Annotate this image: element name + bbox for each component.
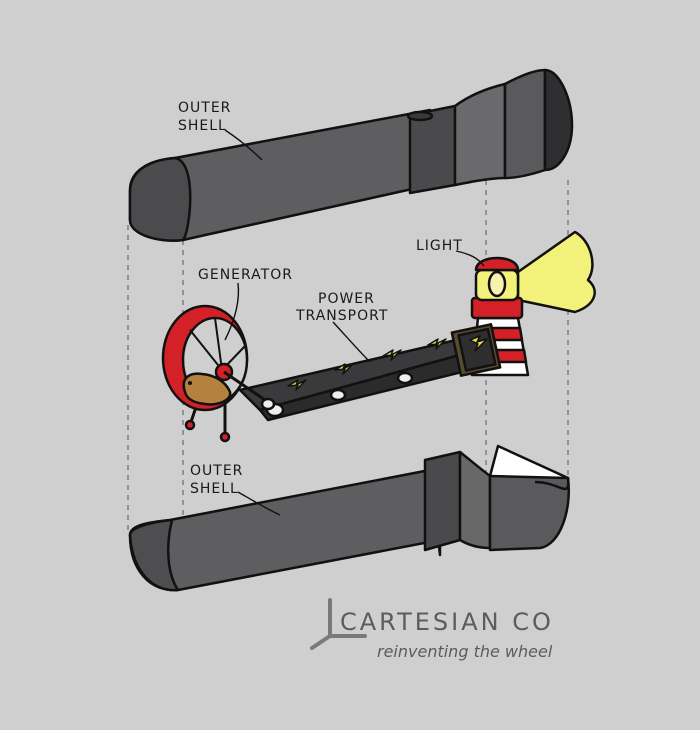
light-label: LIGHT bbox=[416, 238, 463, 254]
outer-shell-top-label-line1: OUTER bbox=[178, 100, 231, 116]
generator-hamster-wheel bbox=[161, 304, 276, 443]
brand-tagline: reinventing the wheel bbox=[377, 642, 553, 661]
electric-sparks bbox=[287, 338, 447, 391]
outer-shell-top bbox=[128, 68, 574, 242]
outer-shell-bottom bbox=[128, 444, 570, 592]
light-lighthouse bbox=[450, 230, 596, 377]
outer-shell-bottom-label-line2: SHELL bbox=[190, 481, 239, 497]
outer-shell-bottom-label-line1: OUTER bbox=[190, 463, 243, 479]
axes-logo-icon bbox=[310, 598, 367, 650]
outer-shell-top-label-line2: SHELL bbox=[178, 118, 227, 134]
brand-name: CARTESIAN CO bbox=[340, 608, 554, 636]
power-transport-label-line2: TRANSPORT bbox=[295, 308, 388, 324]
cartesian-co-logo: CARTESIAN CO reinventing the wheel bbox=[310, 598, 554, 661]
power-transport-label-line1: POWER bbox=[318, 291, 375, 307]
generator-label: GENERATOR bbox=[198, 267, 293, 283]
leader-lines bbox=[224, 129, 485, 516]
